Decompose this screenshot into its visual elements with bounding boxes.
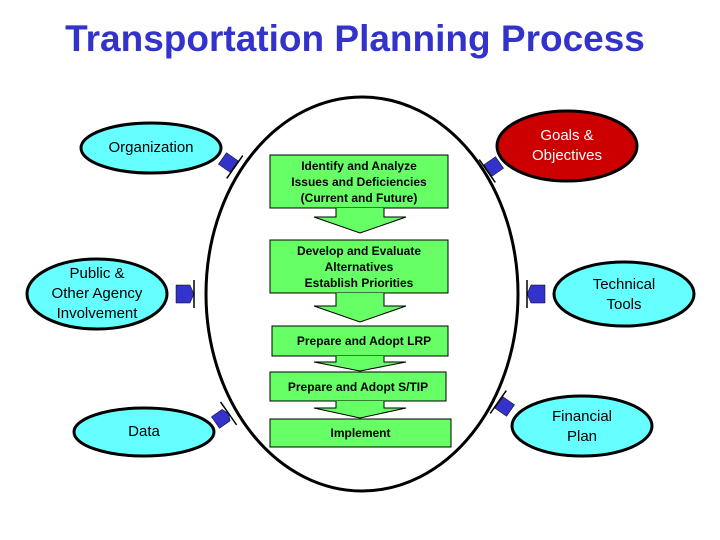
diagram-title: Transportation Planning Process bbox=[65, 18, 645, 59]
step-5-label: Implement bbox=[270, 419, 451, 447]
public-line-2: Other Agency bbox=[51, 285, 143, 302]
step-1-label: Identify and Analyze Issues and Deficien… bbox=[270, 155, 448, 208]
step-box-5 bbox=[269, 418, 452, 448]
data-text: Data bbox=[128, 423, 160, 440]
flow-arrow-3-4 bbox=[313, 356, 407, 372]
technical-label: Technical Tools bbox=[554, 275, 694, 315]
financial-line-1: Financial bbox=[551, 408, 613, 425]
process-ellipse bbox=[204, 95, 520, 493]
step-1-line-1: Identify and Analyze bbox=[301, 158, 417, 173]
step-1-line-2: Issues and Deficiencies bbox=[291, 174, 427, 189]
step-2-label: Develop and Evaluate Alternatives Establ… bbox=[270, 240, 448, 293]
technical-line-1: Technical bbox=[592, 276, 656, 293]
step-4-text: Prepare and Adopt S/TIP bbox=[287, 379, 429, 394]
step-2-line-1: Develop and Evaluate bbox=[296, 243, 422, 258]
flow-arrow-2-3 bbox=[313, 293, 407, 323]
organization-text: Organization bbox=[108, 139, 194, 156]
organization-label: Organization bbox=[81, 138, 221, 158]
organization-ellipse bbox=[79, 121, 223, 175]
public-ellipse bbox=[25, 257, 169, 331]
step-box-2 bbox=[269, 239, 449, 294]
public-line-1: Public & bbox=[69, 265, 125, 282]
step-2-line-3: Establish Priorities bbox=[304, 275, 414, 290]
connector-arrow-technical bbox=[526, 280, 546, 308]
technical-line-2: Tools bbox=[606, 296, 642, 313]
step-5-text: Implement bbox=[330, 426, 391, 440]
data-label: Data bbox=[74, 422, 214, 442]
technical-ellipse bbox=[552, 260, 696, 328]
financial-line-2: Plan bbox=[566, 428, 598, 445]
step-box-4 bbox=[269, 371, 447, 402]
connector-arrow-organization bbox=[218, 152, 244, 179]
financial-label: Financial Plan bbox=[512, 407, 652, 447]
step-2-line-2: Alternatives bbox=[324, 259, 394, 274]
step-3-text: Prepare and Adopt LRP bbox=[296, 334, 432, 348]
flow-arrow-1-2 bbox=[313, 208, 407, 234]
connector-arrow-data bbox=[211, 401, 238, 429]
financial-ellipse bbox=[510, 394, 654, 458]
goals-ellipse bbox=[495, 109, 639, 183]
step-box-1 bbox=[269, 154, 449, 209]
connector-arrow-goals bbox=[478, 156, 504, 183]
public-line-3: Involvement bbox=[56, 305, 138, 322]
goals-line-1: Goals & bbox=[540, 127, 594, 144]
flow-arrow-4-5 bbox=[313, 401, 407, 419]
step-4-label: Prepare and Adopt S/TIP bbox=[270, 372, 446, 401]
public-label: Public & Other Agency Involvement bbox=[27, 264, 167, 324]
step-box-3 bbox=[271, 325, 449, 357]
step-3-label: Prepare and Adopt LRP bbox=[276, 326, 452, 356]
goals-label: Goals & Objectives bbox=[497, 126, 637, 166]
goals-line-2: Objectives bbox=[531, 147, 603, 164]
step-1-line-3: (Current and Future) bbox=[300, 190, 418, 205]
data-ellipse bbox=[72, 406, 216, 458]
connector-arrow-public bbox=[175, 280, 195, 308]
connector-arrow-financial bbox=[489, 390, 515, 417]
